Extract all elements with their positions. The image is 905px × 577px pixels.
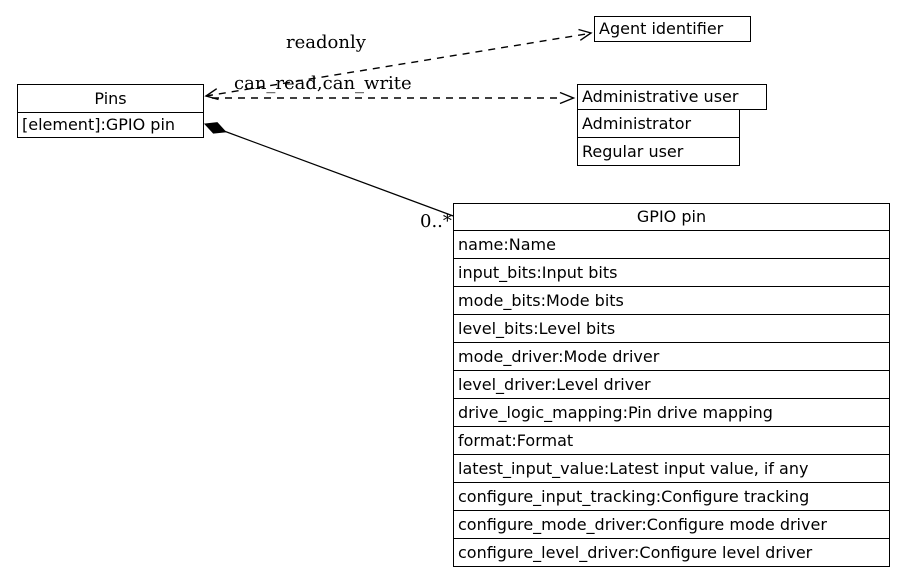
composition-diamond-icon — [203, 122, 227, 134]
node-pins: Pins [element]:GPIO pin — [17, 84, 204, 138]
arrowhead-back-pins-icon — [204, 88, 219, 101]
node-administrative-user-title: Administrative user — [582, 87, 739, 107]
gpio-attribute-row: input_bits:Input bits — [454, 258, 889, 286]
edge-label-multiplicity: 0..* — [420, 211, 452, 232]
gpio-attribute-row: configure_level_driver:Configure level d… — [454, 538, 889, 566]
gpio-attribute-row: mode_bits:Mode bits — [454, 286, 889, 314]
node-regular-user: Regular user — [577, 137, 740, 166]
node-administrator: Administrator — [577, 109, 740, 138]
edge-composition-line — [223, 130, 457, 218]
gpio-attribute-row: configure_input_tracking:Configure track… — [454, 482, 889, 510]
node-pins-title: Pins — [94, 88, 127, 108]
gpio-attribute-row: level_bits:Level bits — [454, 314, 889, 342]
gpio-attribute-row: configure_mode_driver:Configure mode dri… — [454, 510, 889, 538]
edge-label-permissions: can_read,can_write — [234, 73, 412, 94]
gpio-attribute-row: level_driver:Level driver — [454, 370, 889, 398]
edge-label-readonly: readonly — [286, 32, 366, 53]
gpio-attribute-row: latest_input_value:Latest input value, i… — [454, 454, 889, 482]
node-pins-attribute: [element]:GPIO pin — [18, 112, 203, 137]
arrowhead-agent-identifier-icon — [578, 28, 593, 41]
node-agent-identifier-title: Agent identifier — [599, 19, 724, 39]
node-gpio-pin: GPIO pin name:Name input_bits:Input bits… — [453, 203, 890, 567]
node-regular-user-label: Regular user — [582, 141, 684, 161]
gpio-attribute-row: mode_driver:Mode driver — [454, 342, 889, 370]
node-agent-identifier: Agent identifier — [594, 16, 751, 42]
gpio-attribute-row: drive_logic_mapping:Pin drive mapping — [454, 398, 889, 426]
gpio-attribute-row: format:Format — [454, 426, 889, 454]
node-administrative-user: Administrative user — [577, 84, 767, 110]
node-gpio-pin-title: GPIO pin — [636, 207, 707, 227]
gpio-attribute-row: name:Name — [454, 230, 889, 258]
arrowhead-administrative-user-icon — [559, 91, 576, 105]
node-administrator-label: Administrator — [582, 113, 692, 133]
